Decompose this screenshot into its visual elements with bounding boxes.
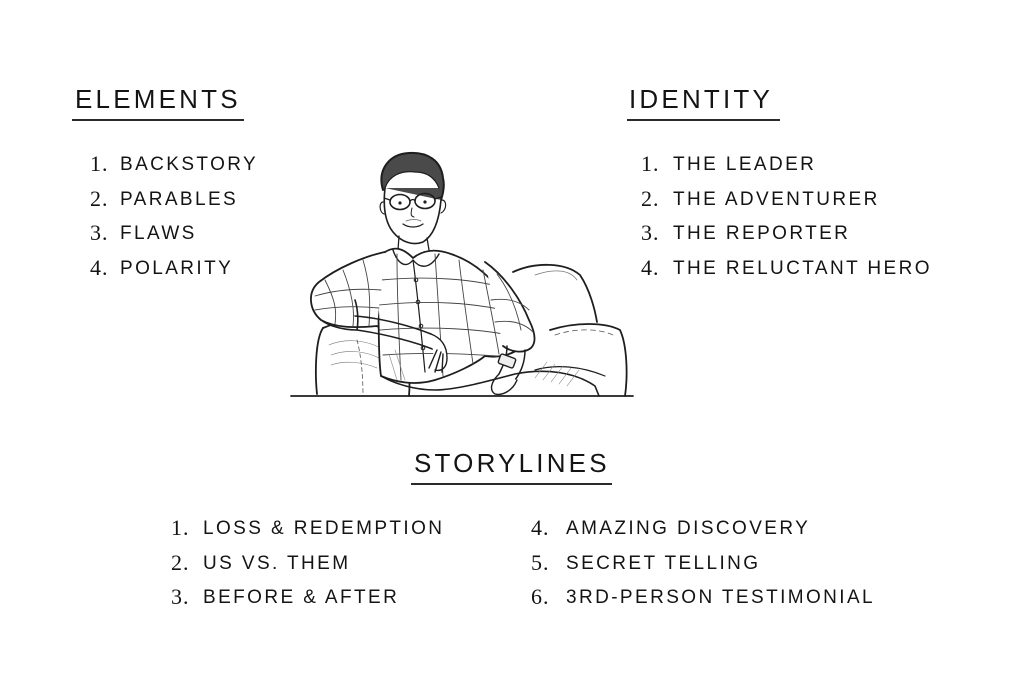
item-number: 1.	[90, 151, 109, 176]
item-label: FLAWS	[120, 223, 197, 244]
item-number: 4.	[531, 515, 550, 540]
item-label: SECRET TELLING	[566, 552, 761, 574]
identity-heading: IDENTITY	[629, 84, 774, 114]
item-number: 3.	[171, 584, 190, 609]
item-number: 5.	[531, 549, 550, 575]
item-number: 4.	[641, 254, 660, 280]
item-label: THE REPORTER	[673, 223, 851, 244]
man-in-armchair-illustration	[290, 151, 634, 397]
item-number: 2.	[171, 549, 190, 575]
item-number: 6.	[531, 584, 550, 609]
elements-underline	[72, 119, 244, 121]
item-label: BACKSTORY	[120, 154, 259, 175]
item-label: THE RELUCTANT HERO	[673, 257, 932, 279]
item-label: THE LEADER	[673, 154, 817, 175]
identity-underline	[627, 119, 780, 121]
item-number: 1.	[171, 515, 190, 540]
item-number: 3.	[641, 220, 660, 245]
item-number: 2.	[641, 185, 660, 211]
storylines-underline	[411, 483, 612, 485]
item-label: POLARITY	[120, 257, 234, 279]
item-number: 4.	[90, 254, 109, 280]
item-label: PARABLES	[120, 188, 239, 210]
elements-heading: ELEMENTS	[75, 84, 241, 114]
item-number: 2.	[90, 185, 109, 211]
item-label: BEFORE & AFTER	[203, 587, 400, 608]
storylines-heading: STORYLINES	[414, 448, 610, 478]
item-label: AMAZING DISCOVERY	[566, 518, 811, 539]
item-number: 3.	[90, 220, 109, 245]
item-label: US VS. THEM	[203, 552, 351, 574]
item-label: LOSS & REDEMPTION	[203, 518, 445, 539]
item-label: THE ADVENTURER	[673, 188, 880, 210]
item-label: 3RD-PERSON TESTIMONIAL	[566, 587, 875, 608]
item-number: 1.	[641, 151, 660, 176]
